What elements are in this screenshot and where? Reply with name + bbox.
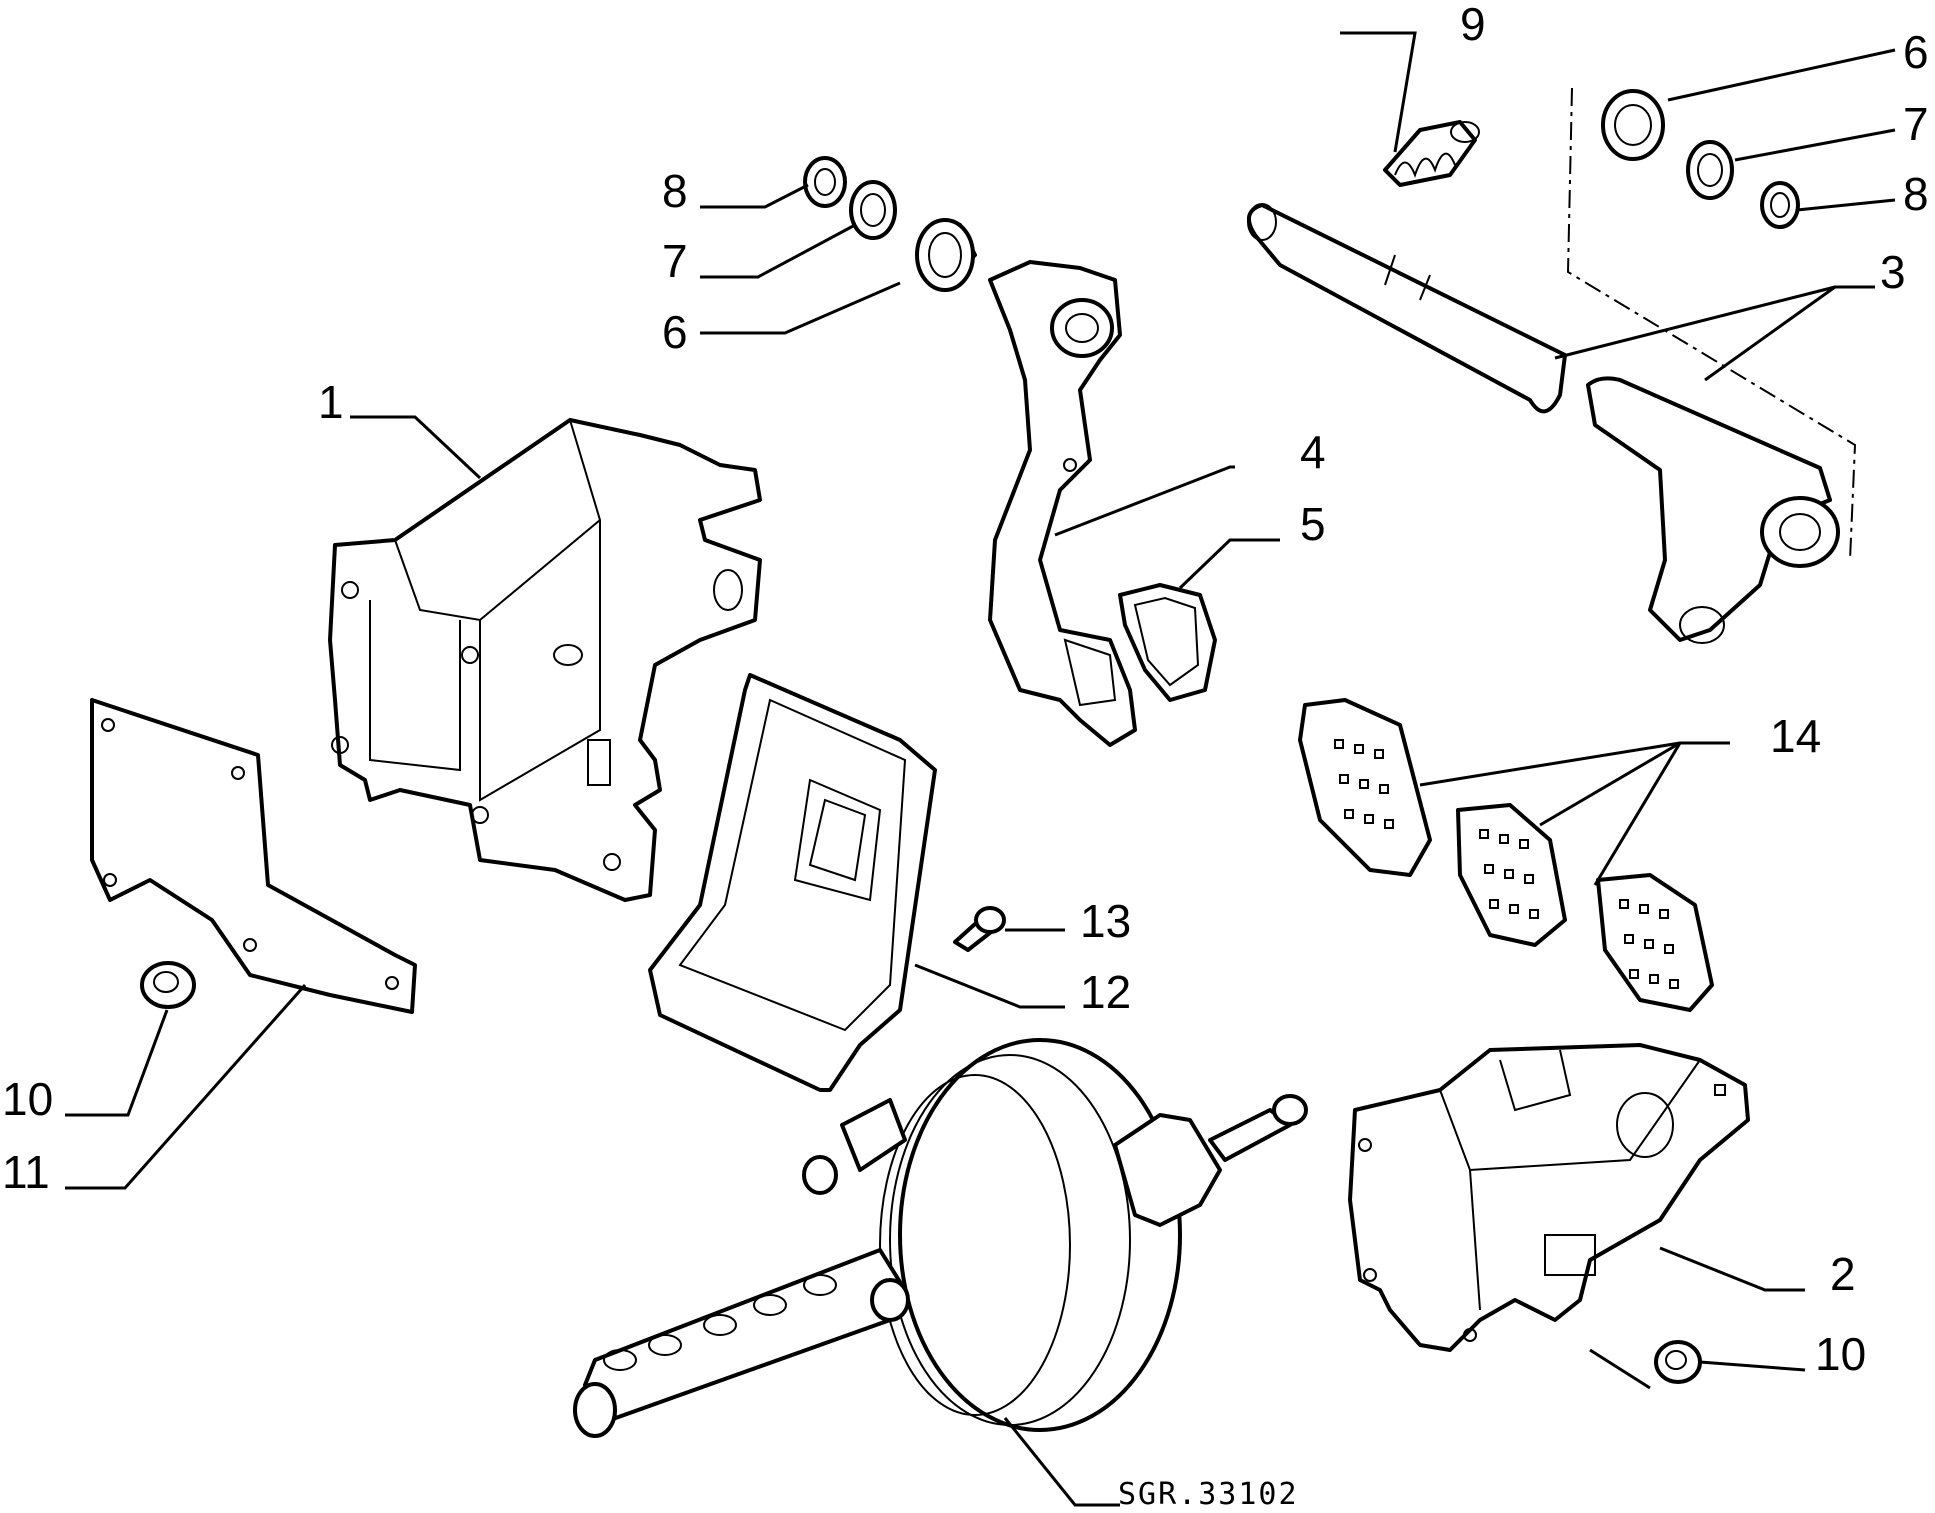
part-13-screw (953, 906, 1006, 952)
leader-lines (65, 31, 1896, 1507)
callout-14: 14 (1770, 710, 1821, 762)
part-8-circlip-right (1760, 181, 1800, 229)
part-12-cover-plate (648, 673, 937, 1092)
part-6-bush-right (1601, 89, 1665, 161)
part-10-nut-left (140, 961, 196, 1009)
part-4-pedal-arm (988, 260, 1137, 747)
callout-8-left: 8 (662, 165, 688, 217)
part-7-washer-left (849, 180, 897, 240)
callout-5: 5 (1300, 498, 1326, 550)
part-7-washer-right (1686, 140, 1734, 200)
callout-11: 11 (2, 1146, 50, 1198)
part-14-pedal-pads (1298, 698, 1714, 1012)
callout-1: 1 (318, 376, 344, 428)
part-6-bush-left (915, 218, 977, 292)
callout-3: 3 (1880, 246, 1906, 298)
part-8-circlip-left (803, 156, 847, 208)
callout-8-right: 8 (1903, 168, 1929, 220)
callout-2: 2 (1830, 1248, 1856, 1300)
callout-7-left: 7 (662, 235, 688, 287)
callout-7-right: 7 (1903, 98, 1929, 150)
part-5-pedal-rubber (1118, 583, 1217, 702)
part-11-gasket-plate (90, 698, 417, 1014)
callout-10-right: 10 (1815, 1328, 1866, 1380)
part-1-pedal-box (328, 418, 762, 902)
shaft-dashed-outline (1566, 87, 1857, 561)
figure-code: SGR.33102 (1118, 1477, 1299, 1512)
part-2-bracket (1348, 1043, 1750, 1352)
brake-servo-assembly (573, 1038, 1308, 1438)
callout-10-left: 10 (2, 1073, 53, 1125)
part-9-spring (1383, 120, 1480, 187)
callout-6-left: 6 (662, 306, 688, 358)
callout-6-right: 6 (1903, 26, 1929, 78)
callout-12: 12 (1080, 966, 1131, 1018)
part-3-pedal-shaft (1246, 203, 1840, 644)
part-10-nut-right (1654, 1340, 1702, 1384)
callout-9: 9 (1460, 0, 1486, 50)
callout-4: 4 (1300, 426, 1326, 478)
callout-13: 13 (1080, 895, 1131, 947)
